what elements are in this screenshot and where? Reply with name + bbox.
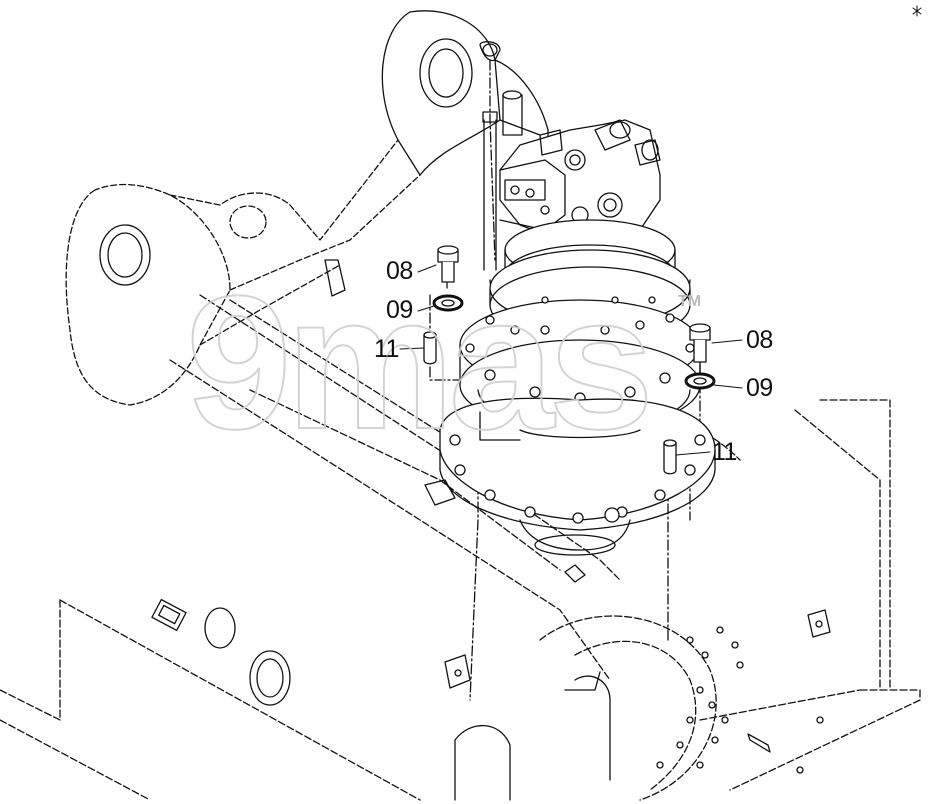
base-frame bbox=[0, 399, 921, 801]
vertical-rods bbox=[479, 41, 523, 271]
bolt-08-right bbox=[689, 323, 711, 363]
callout-09-right: 09 bbox=[746, 374, 773, 402]
swing-motor bbox=[439, 119, 716, 556]
washer-09-left bbox=[432, 294, 464, 312]
callout-09-left: 09 bbox=[386, 296, 413, 324]
callout-11-left: 11 bbox=[374, 335, 399, 363]
frame-rails bbox=[169, 294, 621, 681]
slewing-ring bbox=[539, 564, 824, 801]
frame-openings bbox=[151, 598, 771, 801]
small-brackets bbox=[424, 479, 831, 689]
callout-11-right: 11 bbox=[712, 438, 737, 466]
bolt-08-left bbox=[437, 245, 459, 283]
pin-11-left bbox=[423, 331, 437, 365]
bracket-hole-upper bbox=[419, 38, 473, 108]
watermark-tm: TM bbox=[678, 293, 702, 310]
washer-09-right bbox=[684, 372, 716, 390]
callout-08-right: 08 bbox=[746, 326, 773, 354]
bracket-hole-left bbox=[99, 224, 151, 286]
boom-bracket bbox=[65, 10, 549, 406]
watermark-logo: 9mas bbox=[185, 257, 655, 469]
snowflake-icon bbox=[912, 5, 922, 17]
pin-11-right bbox=[663, 439, 677, 475]
leader-lines bbox=[399, 264, 743, 456]
callout-08-left: 08 bbox=[386, 257, 413, 285]
